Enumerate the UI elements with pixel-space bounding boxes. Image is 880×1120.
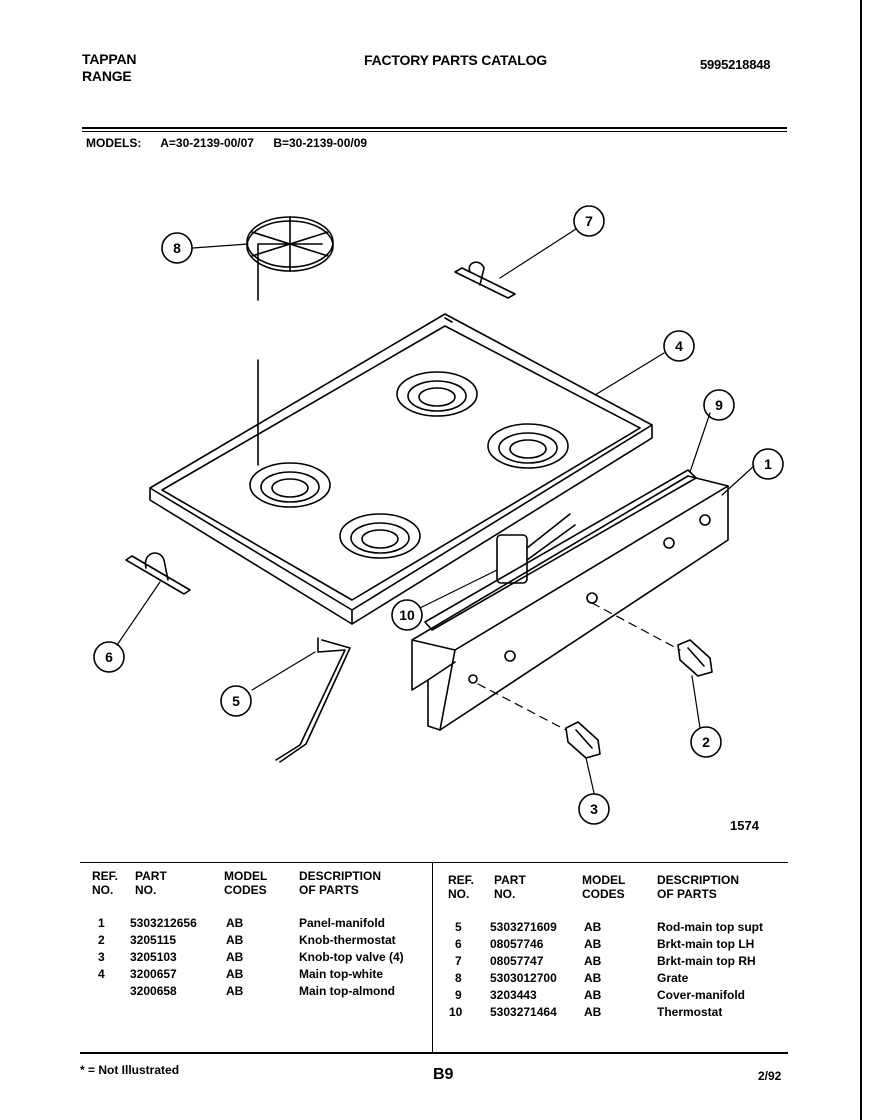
- catalog-title: FACTORY PARTS CATALOG: [364, 52, 547, 68]
- models-label: MODELS:: [86, 136, 142, 150]
- catalog-number: 5995218848: [700, 57, 771, 72]
- header-ref-no-right: REF.NO.: [448, 873, 475, 901]
- burner-front-right: [339, 513, 421, 559]
- table-top-rule: [80, 862, 788, 863]
- callout-2: 2: [690, 726, 722, 758]
- header-ref-no-left: REF.NO.: [92, 869, 119, 897]
- figure-number: 1574: [730, 818, 759, 833]
- callout-7: 7: [573, 205, 605, 237]
- callout-5-label: 5: [232, 693, 240, 709]
- thermostat: [496, 513, 576, 584]
- callout-8-label: 8: [173, 240, 181, 256]
- bracket-left: [125, 552, 191, 595]
- header-rule-thick: [82, 127, 787, 129]
- page-border: [860, 0, 862, 1120]
- callout-1: 1: [752, 448, 784, 480]
- table-column-divider: [432, 862, 433, 1052]
- rod-main-top-support: [275, 637, 351, 763]
- callout-6: 6: [93, 641, 125, 673]
- revision-date: 2/92: [758, 1069, 782, 1083]
- models-line: MODELS: A=30-2139-00/07 B=30-2139-00/09: [86, 136, 383, 150]
- knob-thermostat: [677, 639, 713, 677]
- callout-3-label: 3: [590, 801, 598, 817]
- header-rule-thin: [82, 131, 787, 132]
- model-a: A=30-2139-00/07: [160, 136, 254, 150]
- grate: [246, 216, 334, 466]
- brand-line-1: TAPPAN: [82, 51, 137, 67]
- callout-5: 5: [220, 685, 252, 717]
- burner-rear-right: [487, 423, 569, 469]
- table-bottom-rule: [80, 1052, 788, 1054]
- bracket-right: [454, 261, 516, 299]
- callout-1-label: 1: [764, 456, 772, 472]
- knob-top-valve: [565, 721, 601, 759]
- callout-9: 9: [703, 389, 735, 421]
- callout-6-label: 6: [105, 649, 113, 665]
- brand-line-2: RANGE: [82, 68, 132, 84]
- burner-rear-left: [396, 371, 478, 417]
- burner-front-left: [249, 462, 331, 508]
- callout-4: 4: [663, 330, 695, 362]
- callout-7-label: 7: [585, 213, 593, 229]
- callout-4-label: 4: [675, 338, 683, 354]
- cover-manifold: [424, 469, 697, 631]
- main-top: [149, 313, 653, 625]
- page-code: B9: [433, 1066, 454, 1083]
- callout-3: 3: [578, 793, 610, 825]
- manifold-panel: [411, 475, 729, 731]
- model-b: B=30-2139-00/09: [273, 136, 368, 150]
- callout-9-label: 9: [715, 397, 723, 413]
- exploded-parts-diagram: 1 2 3 4 5 6 7 8 9 10: [93, 205, 784, 825]
- callout-8: 8: [161, 232, 193, 264]
- callout-10-label: 10: [399, 607, 415, 623]
- not-illustrated-note: * = Not Illustrated: [80, 1063, 180, 1077]
- callout-10: 10: [391, 599, 423, 631]
- brand-block: TAPPAN RANGE: [82, 51, 136, 85]
- callout-2-label: 2: [702, 734, 710, 750]
